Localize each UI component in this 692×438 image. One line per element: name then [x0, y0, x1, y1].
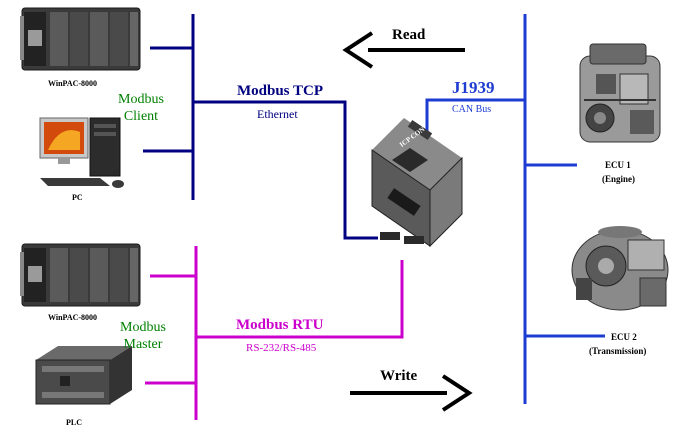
master-line1: Modbus [120, 320, 166, 335]
winpac-top-label: WinPAC-8000 [48, 79, 98, 88]
modbus-tcp-bus [143, 14, 378, 240]
pc-device [39, 117, 124, 188]
ecu1-sub-label: (Engine) [602, 174, 636, 184]
pc-label: PC [72, 193, 83, 202]
modbus-master-label: Modbus Master [120, 320, 166, 354]
plc-device [35, 346, 132, 405]
modbus-rtu-bus [145, 246, 404, 420]
winpac-top-device [20, 7, 141, 71]
read-label: Read [392, 27, 426, 43]
read-arrow [342, 31, 465, 69]
ecu1-label: ECU 1 [605, 160, 631, 170]
modbus-tcp-sub: Ethernet [257, 107, 298, 121]
winpac-bottom-device [20, 243, 141, 307]
ecu1-engine [579, 43, 661, 143]
modbus-client-label: Modbus Client [118, 92, 164, 126]
modbus-rtu-sub: RS-232/RS-485 [246, 342, 317, 354]
master-line2: Master [123, 336, 163, 352]
client-line2: Client [123, 108, 159, 124]
write-label: Write [380, 368, 418, 384]
modbus-rtu-title: Modbus RTU [236, 317, 324, 333]
j1939-sub: CAN Bus [452, 104, 492, 115]
gateway-device [371, 118, 463, 248]
write-arrow [350, 374, 473, 412]
ecu2-sub-label: (Transmission) [589, 346, 647, 356]
j1939-bus [425, 14, 605, 404]
winpac-bottom-label: WinPAC-8000 [48, 313, 98, 322]
j1939-title: J1939 [452, 78, 495, 97]
ecu2-label: ECU 2 [611, 332, 637, 342]
client-line1: Modbus [118, 92, 164, 107]
plc-label: PLC [66, 418, 82, 427]
ecu2-transmission [571, 226, 669, 311]
modbus-tcp-title: Modbus TCP [237, 83, 324, 99]
